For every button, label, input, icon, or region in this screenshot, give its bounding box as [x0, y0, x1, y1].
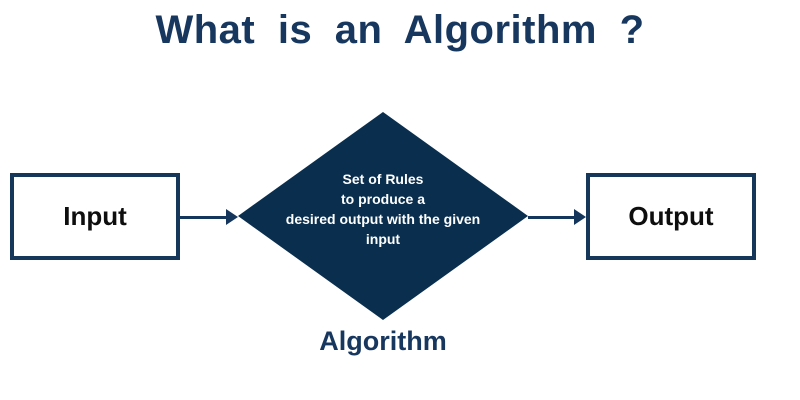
output-node-label: Output: [628, 201, 714, 231]
arrow-input-to-process: [180, 209, 238, 225]
arrow-right-icon: [226, 209, 238, 225]
process-description: Set of Rules to produce a desired output…: [238, 112, 528, 320]
arrow-right-icon: [574, 209, 586, 225]
arrow-process-to-output: [528, 209, 586, 225]
input-node-label: Input: [63, 201, 127, 231]
page-title: What is an Algorithm ?: [155, 8, 645, 52]
input-node: Input: [10, 173, 180, 260]
process-description-line: input: [365, 231, 401, 247]
process-description-line: Set of Rules: [342, 171, 424, 187]
process-node-diamond: Set of Rules to produce a desired output…: [238, 112, 528, 320]
arrow-line: [528, 215, 575, 219]
process-description-line: desired output with the given: [285, 211, 481, 227]
output-node: Output: [586, 173, 756, 260]
arrow-line: [180, 215, 227, 219]
process-description-line: to produce a: [340, 191, 425, 207]
process-caption: Algorithm: [319, 326, 447, 356]
